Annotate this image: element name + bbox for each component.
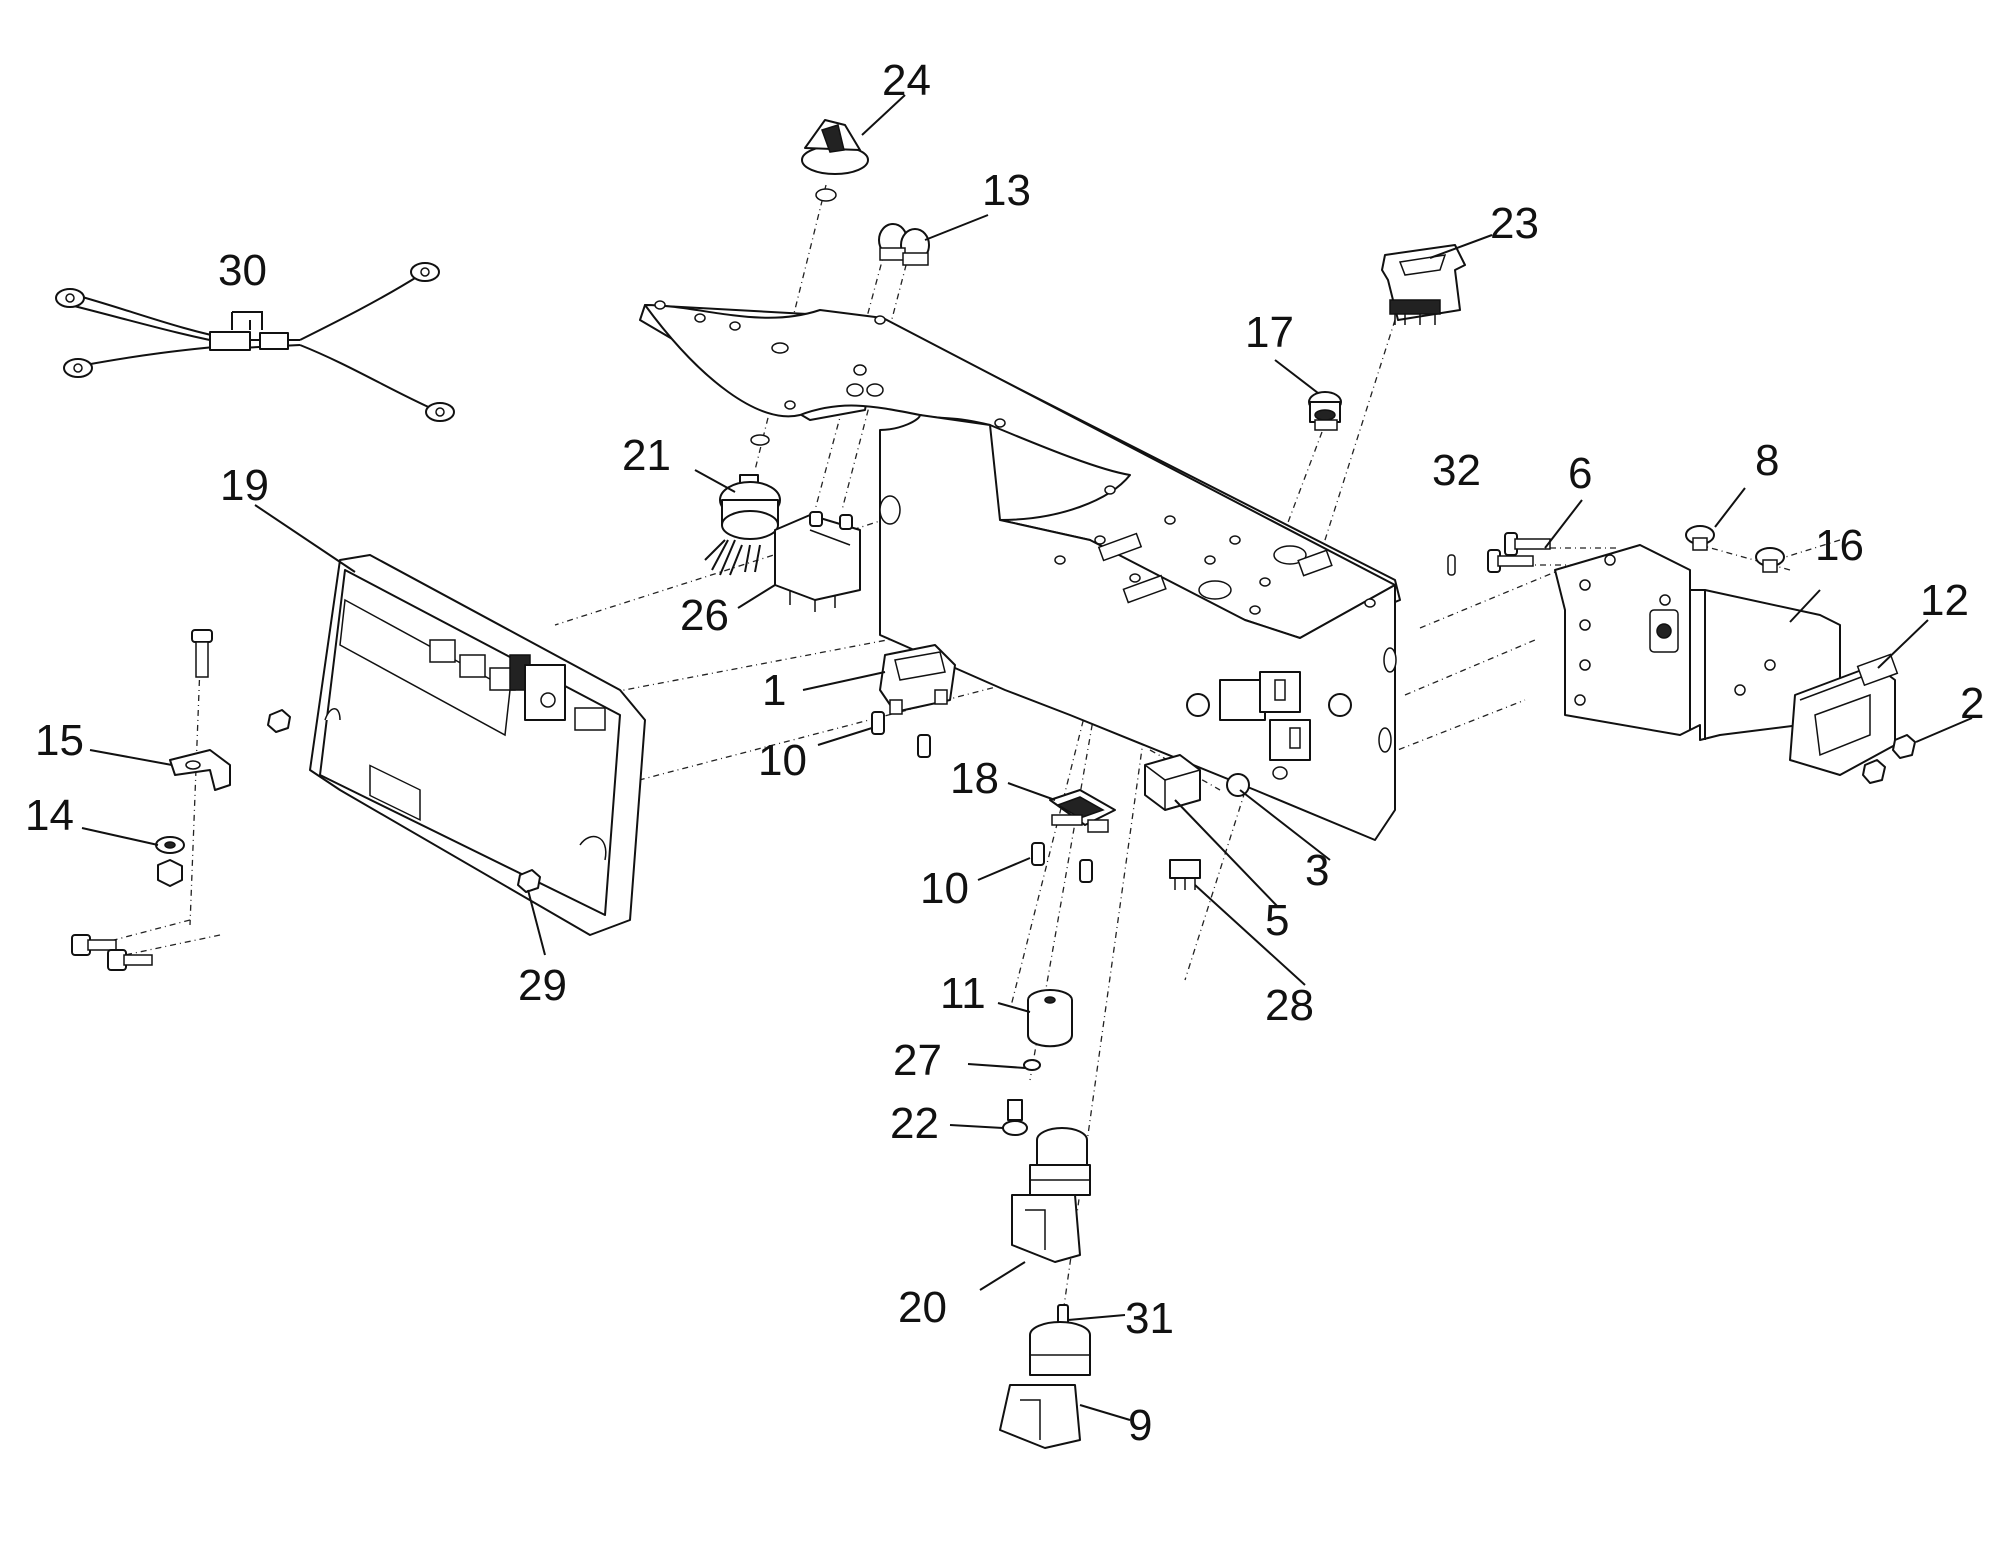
callout-17: 17 [1245, 308, 1294, 357]
terminal-28 [1169, 859, 1201, 890]
pin-32 [1447, 554, 1456, 576]
relay-26 [774, 511, 861, 612]
relay-5 [1144, 754, 1201, 811]
callout-6: 6 [1568, 449, 1592, 498]
callout-31: 31 [1125, 1294, 1174, 1343]
switch-1 [879, 644, 956, 715]
callout-1: 1 [762, 666, 786, 715]
side-bracket [1554, 544, 1841, 741]
switch-18 [1049, 789, 1116, 833]
callout-labels: 24 13 23 17 30 21 19 32 6 8 16 12 2 26 1… [25, 56, 1984, 1450]
callout-30: 30 [218, 246, 267, 295]
hour-meter [267, 554, 646, 936]
callout-23: 23 [1490, 199, 1539, 248]
rocker-switch [1381, 244, 1466, 325]
knob-cap-11 [1027, 989, 1073, 1048]
callout-19: 19 [220, 461, 269, 510]
callout-10-lower: 10 [920, 864, 969, 913]
callout-32: 32 [1432, 446, 1481, 495]
wire-harness [55, 262, 455, 422]
callout-8: 8 [1755, 436, 1779, 485]
callout-14: 14 [25, 791, 74, 840]
callout-9: 9 [1128, 1401, 1152, 1450]
callout-3: 3 [1305, 846, 1329, 895]
callout-11: 11 [940, 969, 986, 1018]
pin-8 [1685, 525, 1785, 573]
indicator-light [1308, 391, 1342, 431]
spacer-10 [871, 711, 1093, 883]
callout-16: 16 [1815, 521, 1864, 570]
main-mounting-plate [639, 300, 1401, 841]
relay-block [1186, 671, 1352, 797]
callout-15: 15 [35, 716, 84, 765]
callout-12: 12 [1920, 576, 1969, 625]
callout-21: 21 [622, 431, 671, 480]
callout-5: 5 [1265, 896, 1289, 945]
callout-2: 2 [1960, 679, 1984, 728]
indicator-lamps [878, 223, 930, 266]
callout-27: 27 [893, 1036, 942, 1085]
bolt-pair [71, 934, 153, 971]
connector-housing [1789, 653, 1899, 776]
rotary-knob [801, 119, 869, 202]
callout-22: 22 [890, 1099, 939, 1148]
push-button-20 [1011, 1127, 1091, 1263]
callout-24: 24 [882, 56, 931, 105]
key-switch-9 [999, 1321, 1091, 1449]
callout-20: 20 [898, 1283, 947, 1332]
screw-22 [1002, 1099, 1028, 1136]
callout-13: 13 [982, 166, 1031, 215]
nut-2 [1862, 734, 1916, 784]
callout-26: 26 [680, 591, 729, 640]
callout-28: 28 [1265, 981, 1314, 1030]
washer-27 [1023, 1059, 1041, 1071]
bolt-6 [1487, 532, 1551, 573]
callout-18: 18 [950, 754, 999, 803]
leader-lines [81, 94, 1973, 1421]
bracket-15 [155, 629, 231, 887]
rotary-switch [704, 434, 781, 576]
callout-29: 29 [518, 961, 567, 1010]
callout-10-upper: 10 [758, 736, 807, 785]
